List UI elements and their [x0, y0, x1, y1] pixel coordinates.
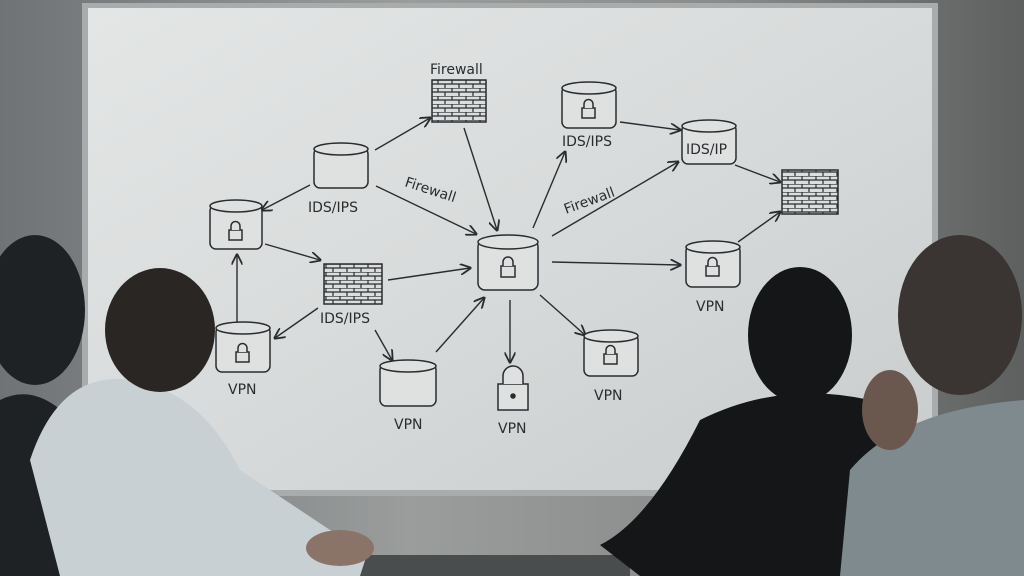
table: [300, 555, 630, 576]
diagram-arrows: [237, 118, 780, 362]
label-ids-ips: IDS/IPS: [308, 200, 358, 216]
lock-database-icon: [583, 329, 639, 377]
firewall-brick-icon: [323, 263, 383, 305]
database-icon: [313, 142, 369, 189]
diagram-labels: Firewall Firewall Firewall IDS/IPS IDS/I…: [228, 62, 727, 437]
lock-database-icon: [215, 321, 271, 373]
label-firewall-top: Firewall: [430, 62, 483, 78]
lock-database-icon: [561, 81, 617, 129]
label-vpn: VPN: [228, 382, 257, 398]
label-ids-ips: IDS/IPS: [562, 134, 612, 150]
person-white-shirt: [30, 268, 374, 576]
lock-database-icon: [209, 199, 263, 250]
lock-database-icon: [477, 234, 539, 291]
database-icon: [379, 359, 437, 407]
label-ids-ip: IDS/IP: [686, 142, 727, 158]
label-vpn: VPN: [696, 299, 725, 315]
lock-icon: [497, 365, 529, 411]
label-vpn: VPN: [394, 417, 423, 433]
lock-database-icon: [685, 240, 741, 288]
label-vpn: VPN: [498, 421, 527, 437]
firewall-brick-icon: [431, 79, 487, 123]
diagram-nodes: [209, 79, 839, 411]
firewall-brick-icon: [781, 169, 839, 215]
person-right: [840, 235, 1024, 576]
database-icon: [681, 119, 737, 165]
label-vpn: VPN: [594, 388, 623, 404]
label-ids-ips: IDS/IPS: [320, 311, 370, 327]
